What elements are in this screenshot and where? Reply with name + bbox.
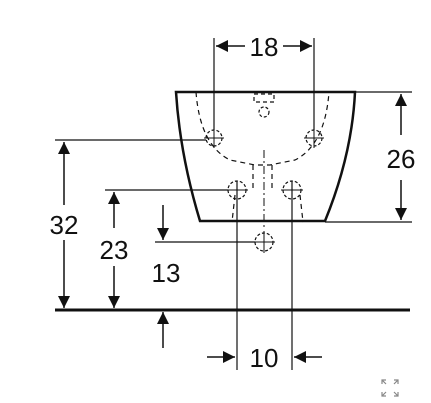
waste-outlet	[253, 231, 275, 253]
dimension-top-width: 18	[213, 32, 315, 130]
tap-rect	[253, 93, 275, 103]
dimension-low-height: 13	[152, 205, 255, 348]
fixing-hole-right	[304, 128, 324, 148]
tap-hole	[258, 106, 270, 118]
dimension-mid-height: 23	[100, 189, 228, 308]
dimension-bottom-width: 10	[207, 181, 322, 373]
dim-label-mid-height: 23	[100, 235, 129, 265]
inner-dashed-lower	[231, 165, 304, 223]
dimension-total-height: 32	[50, 139, 206, 308]
expand-icon[interactable]	[380, 378, 400, 398]
dim-label-low-height: 13	[152, 258, 181, 288]
dim-label-bottom-width: 10	[250, 343, 279, 373]
fixing-hole-left	[204, 128, 224, 148]
dim-label-bowl-height: 26	[387, 144, 416, 174]
dim-label-top-width: 18	[250, 32, 279, 62]
inner-dashed-contour	[195, 91, 330, 166]
bowl-outline	[174, 90, 357, 223]
dimension-bowl-height: 26	[325, 91, 416, 223]
dim-label-total-height: 32	[50, 210, 79, 240]
